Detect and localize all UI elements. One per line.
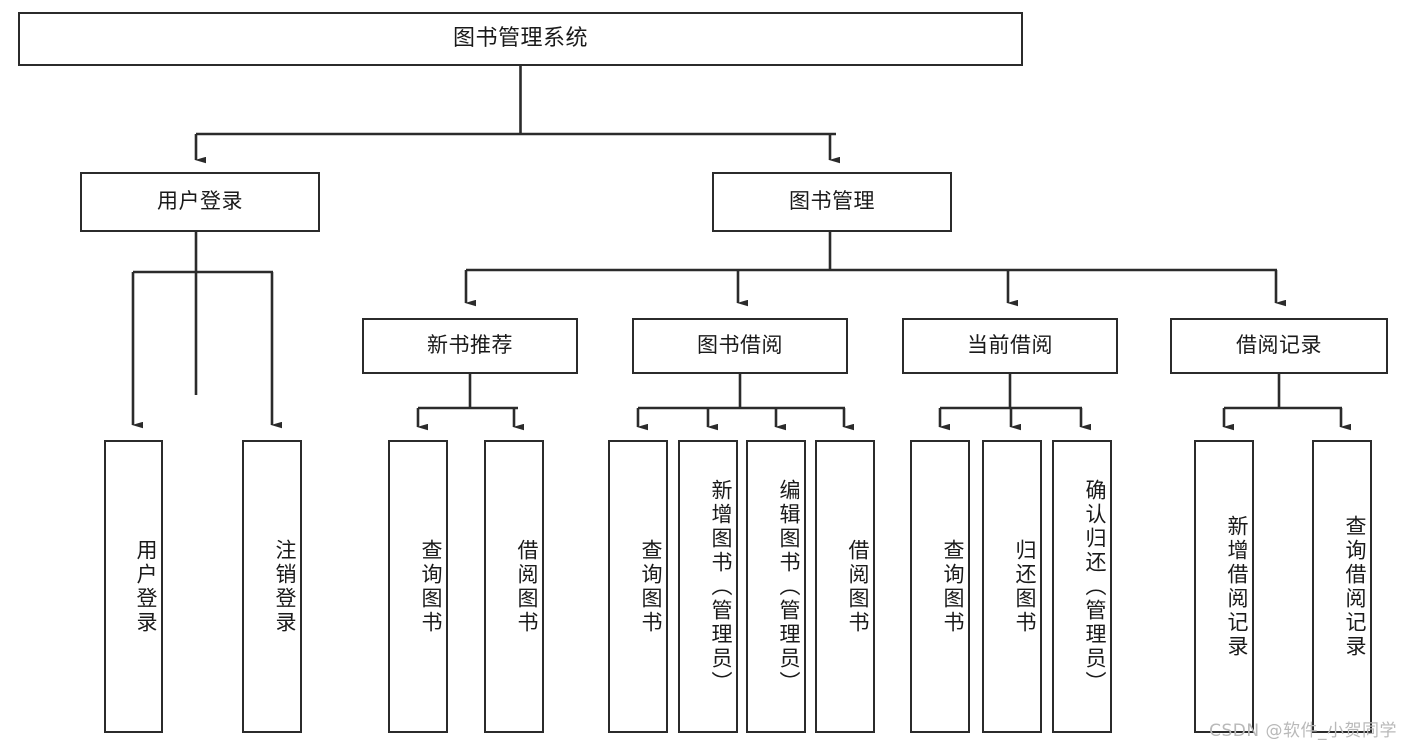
leaf-current-query-book[interactable]: 查询图书 (910, 440, 970, 733)
node-current-borrow[interactable]: 当前借阅 (902, 318, 1118, 374)
leaf-borrow-query-book[interactable]: 查询图书 (608, 440, 668, 733)
leaf-recommend-borrow-book[interactable]: 借阅图书 (484, 440, 544, 733)
leaf-label: 借阅图书 (515, 538, 539, 635)
leaf-label: 查询图书 (941, 538, 965, 635)
node-new-book-recommend[interactable]: 新书推荐 (362, 318, 578, 374)
leaf-label: 新增借阅记录 (1225, 514, 1249, 659)
leaf-borrow-add-book-admin[interactable]: 新增图书（管理员） (678, 440, 738, 733)
csdn-watermark: CSDN @软件_小贺同学 (1209, 721, 1397, 741)
node-book-borrow[interactable]: 图书借阅 (632, 318, 848, 374)
leaf-user-login-logout[interactable]: 注销登录 (242, 440, 302, 733)
leaf-user-login-login[interactable]: 用户登录 (104, 440, 163, 733)
leaf-label: 查询图书 (639, 538, 663, 635)
leaf-current-confirm-return-admin[interactable]: 确认归还（管理员） (1052, 440, 1112, 733)
leaf-label: 借阅图书 (846, 538, 870, 635)
leaf-record-add-record[interactable]: 新增借阅记录 (1194, 440, 1254, 733)
node-root-system[interactable]: 图书管理系统 (18, 12, 1023, 66)
leaf-recommend-query-book[interactable]: 查询图书 (388, 440, 448, 733)
node-user-login[interactable]: 用户登录 (80, 172, 320, 232)
leaf-label: 新增图书（管理员） (709, 478, 733, 695)
leaf-label: 归还图书 (1013, 538, 1037, 635)
leaf-current-return-book[interactable]: 归还图书 (982, 440, 1042, 733)
leaf-label: 查询借阅记录 (1343, 514, 1367, 659)
leaf-label: 编辑图书（管理员） (777, 478, 801, 695)
leaf-borrow-borrow-book[interactable]: 借阅图书 (815, 440, 875, 733)
leaf-label: 确认归还（管理员） (1083, 478, 1107, 695)
node-book-management[interactable]: 图书管理 (712, 172, 952, 232)
node-borrow-record[interactable]: 借阅记录 (1170, 318, 1388, 374)
leaf-record-query-record[interactable]: 查询借阅记录 (1312, 440, 1372, 733)
leaf-label: 查询图书 (419, 538, 443, 635)
leaf-borrow-edit-book-admin[interactable]: 编辑图书（管理员） (746, 440, 806, 733)
leaf-label: 用户登录 (134, 538, 158, 635)
leaf-label: 注销登录 (273, 538, 297, 635)
